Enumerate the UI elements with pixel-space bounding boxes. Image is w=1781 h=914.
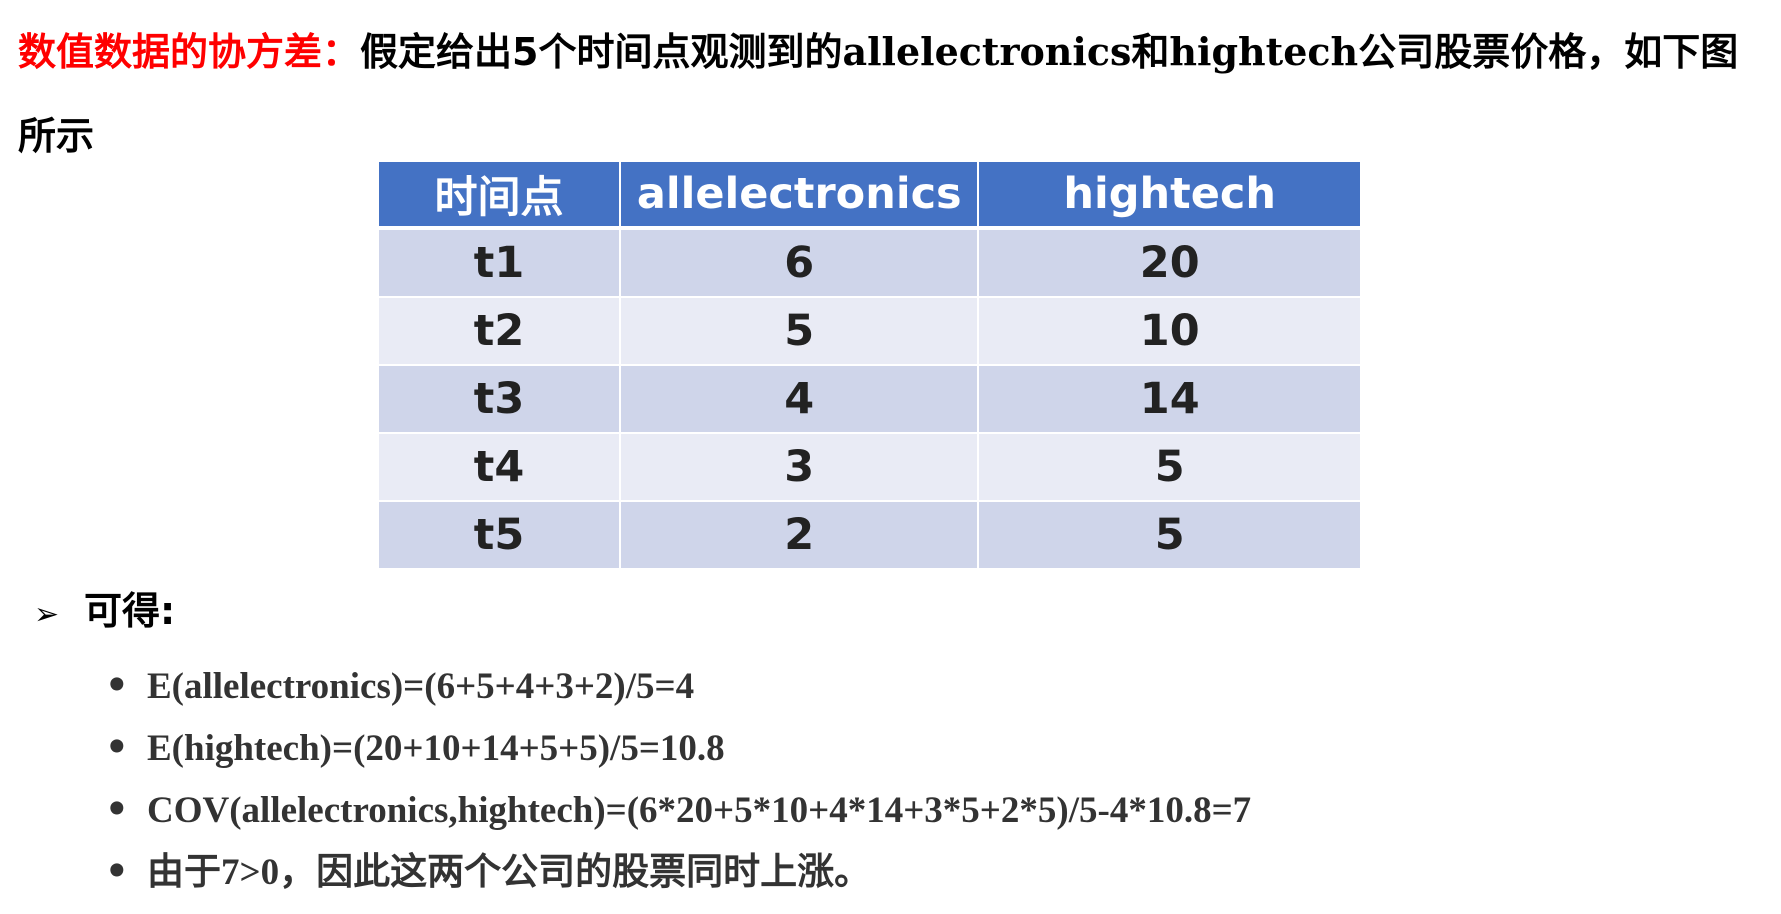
stock-price-table: 时间点 allelectronics hightech t1 6 20 t2 5… [376, 160, 1362, 570]
cell-allelectronics: 5 [619, 296, 980, 366]
bullet-icon: • [105, 664, 129, 707]
arrow-bullet-icon: ➢ [34, 597, 60, 632]
formula-list: • E(allelectronics)=(6+5+4+3+2)/5=4 • E(hi… [105, 655, 1251, 903]
cell-time: t1 [376, 227, 622, 298]
heading-text-part2: 公司股票价格，如下图所示 [18, 30, 1739, 158]
table-row: t4 3 5 [376, 432, 1362, 502]
table-row: t5 2 5 [376, 500, 1362, 570]
conclusion-suffix: ，因此这两个公司的股票同时上涨。 [279, 850, 872, 893]
formula-mean-hightech: E(hightech)=(20+10+14+5+5)/5=10.8 [147, 728, 725, 769]
heading: 数值数据的协方差：假定给出5个时间点观测到的allelectronics和hig… [18, 10, 1763, 178]
cell-time: t2 [376, 296, 622, 366]
cell-hightech: 20 [977, 227, 1362, 298]
bullet-icon: • [105, 850, 129, 893]
column-header-allelectronics: allelectronics [619, 160, 980, 230]
bullet-icon: • [105, 726, 129, 769]
table-row: t2 5 10 [376, 296, 1362, 366]
cell-allelectronics: 6 [619, 227, 980, 298]
cell-allelectronics: 3 [619, 432, 980, 502]
cell-hightech: 14 [977, 364, 1362, 434]
list-item: • E(allelectronics)=(6+5+4+3+2)/5=4 [105, 655, 1251, 717]
heading-company-b: hightech [1169, 29, 1359, 74]
result-title-text: 可得: [84, 589, 176, 633]
conclusion-expression: 7>0 [221, 852, 280, 893]
cell-time: t5 [376, 500, 622, 570]
column-header-hightech: hightech [977, 160, 1362, 230]
cell-time: t3 [376, 364, 622, 434]
list-item: • COV(allelectronics,hightech)=(6*20+5*10… [105, 779, 1251, 841]
table-row: t1 6 20 [376, 227, 1362, 298]
result-heading: ➢ 可得: [34, 585, 175, 641]
heading-label: 数值数据的协方差： [18, 30, 361, 74]
heading-text-and: 和 [1131, 30, 1170, 74]
heading-text-part1: 假定给出5个时间点观测到的 [360, 30, 843, 74]
column-header-time: 时间点 [376, 160, 622, 230]
formula-mean-allelectronics: E(allelectronics)=(6+5+4+3+2)/5=4 [147, 666, 695, 707]
table-header-row: 时间点 allelectronics hightech [376, 160, 1362, 230]
cell-hightech: 5 [977, 500, 1362, 570]
cell-hightech: 5 [977, 432, 1362, 502]
conclusion-prefix: 由于 [147, 850, 221, 893]
heading-company-a: allelectronics [842, 29, 1132, 74]
formula-covariance: COV(allelectronics,hightech)=(6*20+5*10+… [147, 790, 1252, 831]
cell-allelectronics: 4 [619, 364, 980, 434]
bullet-icon: • [105, 788, 129, 831]
cell-hightech: 10 [977, 296, 1362, 366]
list-item: • 由于7>0，因此这两个公司的股票同时上涨。 [105, 841, 1251, 903]
table-row: t3 4 14 [376, 364, 1362, 434]
cell-time: t4 [376, 432, 622, 502]
list-item: • E(hightech)=(20+10+14+5+5)/5=10.8 [105, 717, 1251, 779]
cell-allelectronics: 2 [619, 500, 980, 570]
